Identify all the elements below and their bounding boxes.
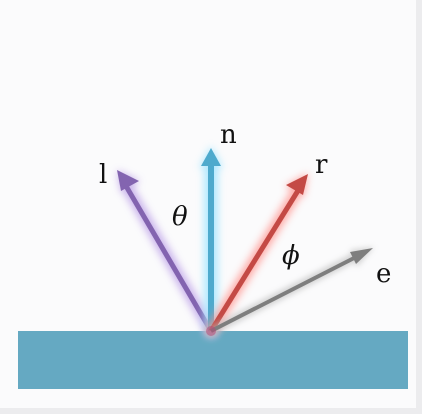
origin-point [206, 326, 216, 336]
angle-theta-label: θ [172, 202, 188, 232]
vector-l-arrow [117, 170, 217, 337]
vector-e-label: e [376, 259, 391, 289]
vector-l-label: l [99, 160, 107, 190]
vector-r-arrow [205, 173, 308, 337]
vector-r-label: r [315, 150, 328, 180]
vector-n-label: n [220, 120, 237, 150]
vector-e-arrow [206, 247, 374, 336]
reflective-surface [18, 331, 408, 389]
angle-phi-label: ϕ [282, 241, 300, 271]
vector-n-arrow [199, 146, 223, 338]
